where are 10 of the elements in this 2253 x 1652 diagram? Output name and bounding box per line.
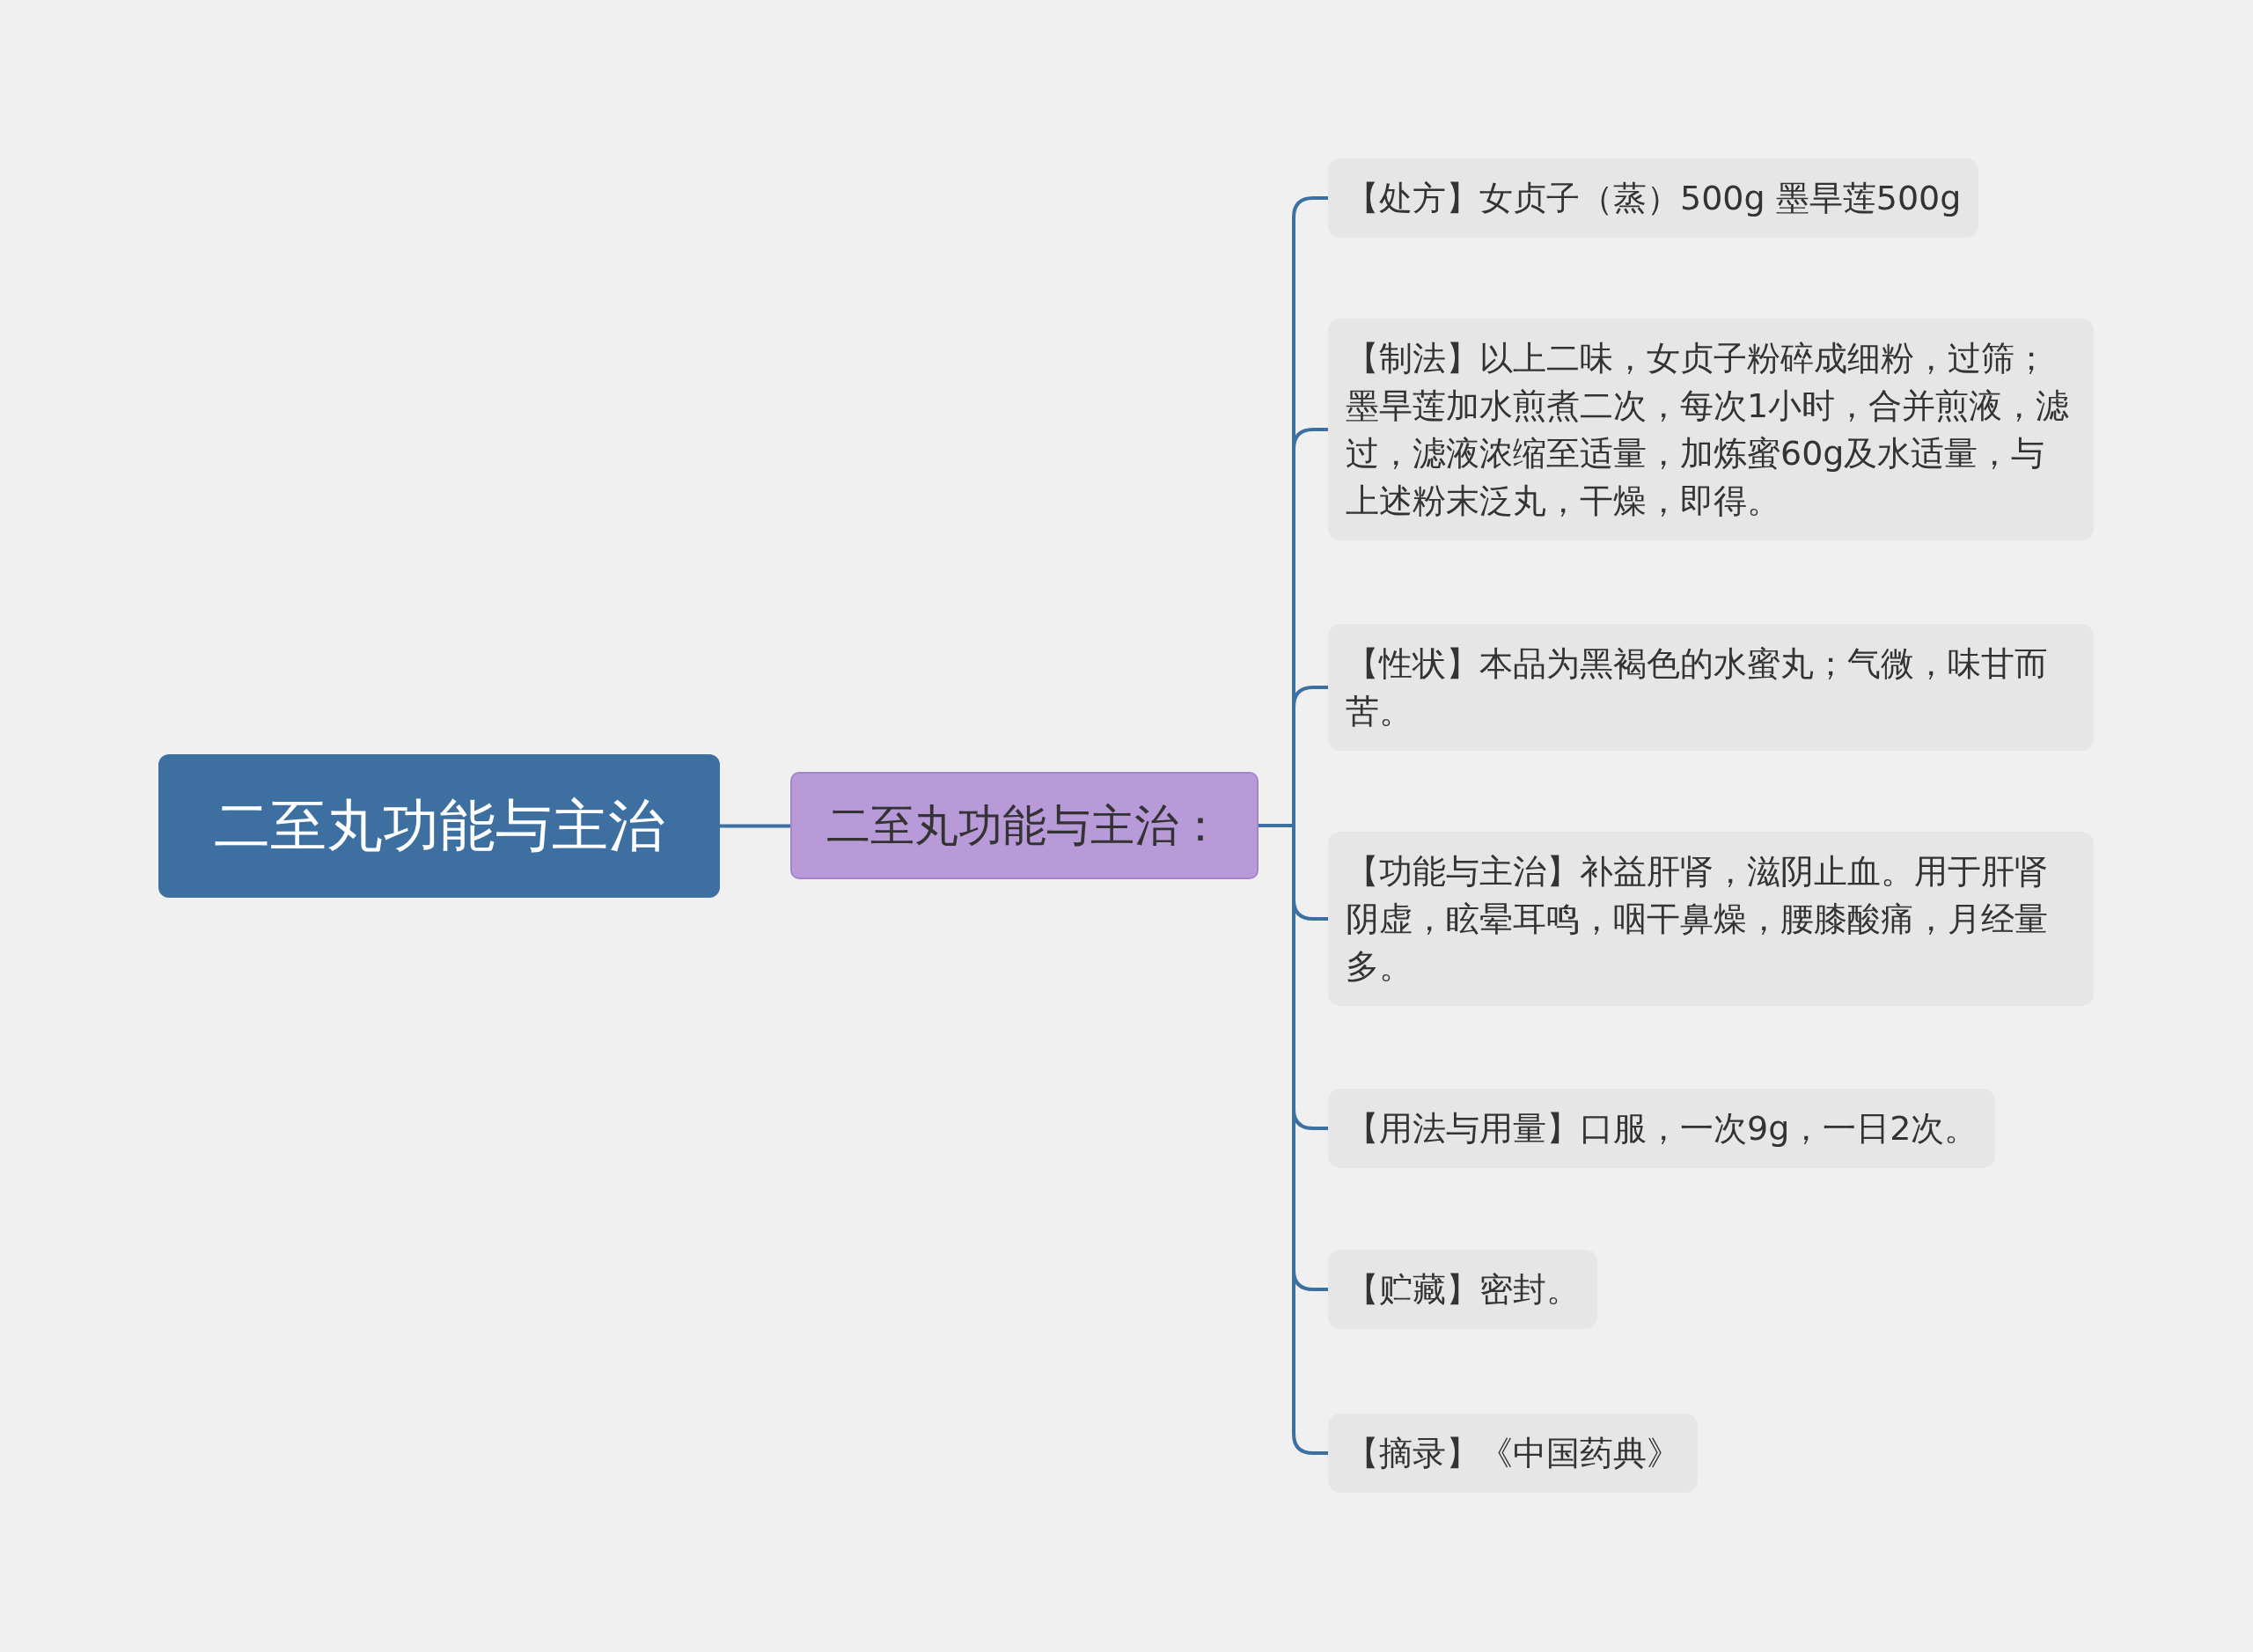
root-topic-box: 二至丸功能与主治 (158, 754, 720, 898)
topic-box: 【贮藏】密封。 (1328, 1250, 1597, 1329)
subtopic-box: 二至丸功能与主治： (790, 772, 1259, 879)
topic-box: 【制法】以上二味，女贞子粉碎成细粉，过筛；墨旱莲加水煎煮二次，每次1小时，合并煎液，滤过，滤液浓缩至适量，加炼蜜60g及水适量，与上述粉末泛丸，干燥，即得。 (1328, 319, 2094, 540)
topic-box: 【处方】女贞子（蒸）500g 墨旱莲500g (1328, 158, 1979, 238)
topic-box: 【性状】本品为黑褐色的水蜜丸；气微，味甘而苦。 (1328, 624, 2094, 751)
topic-box: 【用法与用量】口服，一次9g，一日2次。 (1328, 1089, 1996, 1168)
topic-box: 【摘录】《中国药典》 (1328, 1413, 1698, 1493)
connector-line (720, 824, 790, 828)
topic-box: 【功能与主治】补益肝肾，滋阴止血。用于肝肾阴虚，眩晕耳鸣，咽干鼻燥，腰膝酸痛，月经量多。 (1328, 832, 2094, 1006)
